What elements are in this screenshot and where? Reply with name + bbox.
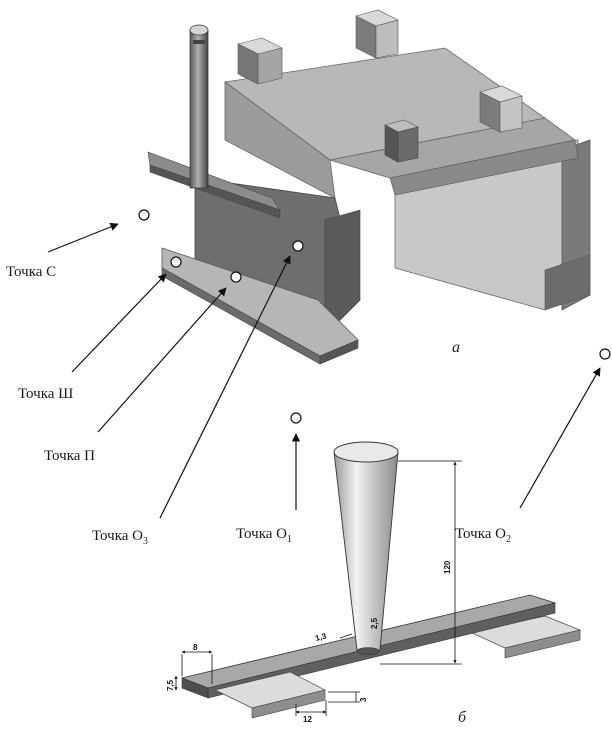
dim-tip-leader <box>339 633 353 639</box>
right-support-front <box>504 629 581 659</box>
arrow-point-p <box>97 287 227 433</box>
point-p-marker <box>230 271 242 283</box>
label-point-c: Точка С <box>6 264 56 280</box>
right-foot <box>544 254 591 311</box>
post-1-right <box>257 47 283 85</box>
left-support-front <box>251 689 326 719</box>
bottom-flange-end <box>319 339 359 365</box>
shoulder-edge <box>389 139 579 196</box>
label-point-sh: Точка Ш <box>18 386 73 402</box>
electrode-rod-ring <box>193 40 205 44</box>
label-point-p: Точка П <box>44 448 95 464</box>
subfigure-label-b: б <box>458 709 467 726</box>
point-sh-marker <box>170 256 182 268</box>
label-point-o3: Точка О3 <box>92 528 148 547</box>
fixture-model <box>147 9 591 365</box>
dim-bottom-12-value: 12 <box>303 715 312 724</box>
arrow-point-sh <box>71 273 167 373</box>
point-o3-marker <box>292 240 304 252</box>
post-2-right <box>375 19 399 59</box>
arrow-point-o3 <box>159 255 291 519</box>
post-4-right <box>397 126 419 163</box>
dim-side-7-value: 7,5 <box>166 679 175 691</box>
point-o2-marker <box>599 348 611 360</box>
point-o1-marker <box>290 412 302 424</box>
dim-tip-value-1: 1,3 <box>314 631 328 643</box>
front-block-side <box>324 209 361 336</box>
post-3-right <box>499 95 523 133</box>
label-point-o2: Точка О2 <box>455 526 511 545</box>
cone-electrode <box>333 451 399 655</box>
point-c-marker <box>138 209 150 221</box>
arrow-point-c <box>47 222 119 253</box>
upper-rail-edge <box>149 164 281 219</box>
electrode-rod <box>189 29 209 189</box>
cone-electrode-tip <box>356 647 380 655</box>
dim-side-8-value: 8 <box>193 643 198 652</box>
strip-end <box>181 677 209 699</box>
dim-tip-value-2: 2,5 <box>370 617 379 629</box>
cone-electrode-top <box>333 441 399 463</box>
electrode-rod-cap <box>189 24 209 36</box>
arrow-point-o2 <box>519 367 601 509</box>
electrode-model <box>180 441 582 719</box>
dim-height-value: 120 <box>443 560 452 574</box>
label-point-o1: Точка О1 <box>236 526 292 545</box>
subfigure-label-a: а <box>452 339 460 356</box>
dim-bottom-3-value: 3 <box>359 697 368 702</box>
